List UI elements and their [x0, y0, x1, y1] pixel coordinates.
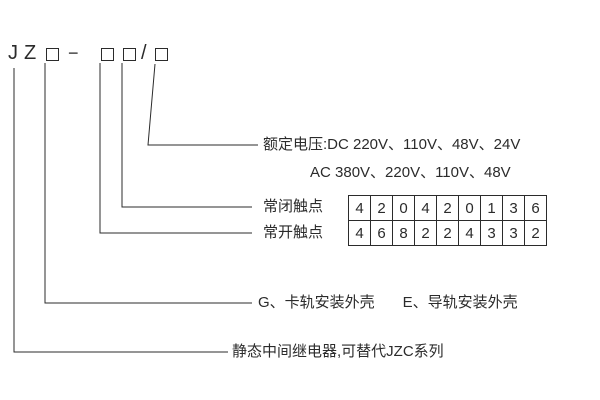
model-box-closed-contacts — [123, 48, 136, 61]
no-cell: 4 — [458, 220, 481, 246]
shell-type-g: G、卡轨安装外壳 — [258, 294, 375, 311]
nc-cell: 1 — [480, 195, 503, 221]
no-cell: 8 — [392, 220, 415, 246]
nc-cell: 3 — [502, 195, 525, 221]
shell-type-label: G、卡轨安装外壳 E、导轨安装外壳 — [258, 293, 518, 313]
no-cell: 2 — [436, 220, 459, 246]
rated-voltage-dc-label: 额定电压:DC 220V、110V、48V、24V — [263, 136, 521, 153]
table-row-normally-open: 4 6 8 2 2 4 3 3 2 — [348, 220, 547, 246]
nc-cell: 4 — [348, 195, 371, 221]
nc-cell: 2 — [370, 195, 393, 221]
nc-cell: 6 — [524, 195, 547, 221]
shell-type-e: E、导轨安装外壳 — [402, 294, 518, 311]
nc-cell: 4 — [414, 195, 437, 221]
model-box-open-contacts — [101, 48, 114, 61]
model-slash: / — [141, 42, 147, 64]
model-box-shell — [46, 48, 59, 61]
no-cell: 3 — [480, 220, 503, 246]
no-cell: 2 — [414, 220, 437, 246]
model-series-text: JZ — [8, 42, 43, 64]
nc-cell: 0 — [458, 195, 481, 221]
contact-count-table: 4 2 0 4 2 0 1 3 6 4 6 8 2 2 4 3 3 2 — [348, 195, 547, 246]
model-dash: − — [68, 43, 79, 63]
no-cell: 3 — [502, 220, 525, 246]
no-cell: 6 — [370, 220, 393, 246]
no-cell: 2 — [524, 220, 547, 246]
nc-cell: 0 — [392, 195, 415, 221]
table-row-normally-closed: 4 2 0 4 2 0 1 3 6 — [348, 195, 547, 221]
normally-closed-label: 常闭触点 — [263, 198, 324, 215]
rated-voltage-ac-label: AC 380V、220V、110V、48V — [310, 164, 511, 181]
model-box-voltage — [155, 48, 168, 61]
no-cell: 4 — [348, 220, 371, 246]
normally-open-label: 常开触点 — [263, 224, 324, 241]
nc-cell: 2 — [436, 195, 459, 221]
series-description-label: 静态中间继电器,可替代JZC系列 — [232, 343, 444, 360]
